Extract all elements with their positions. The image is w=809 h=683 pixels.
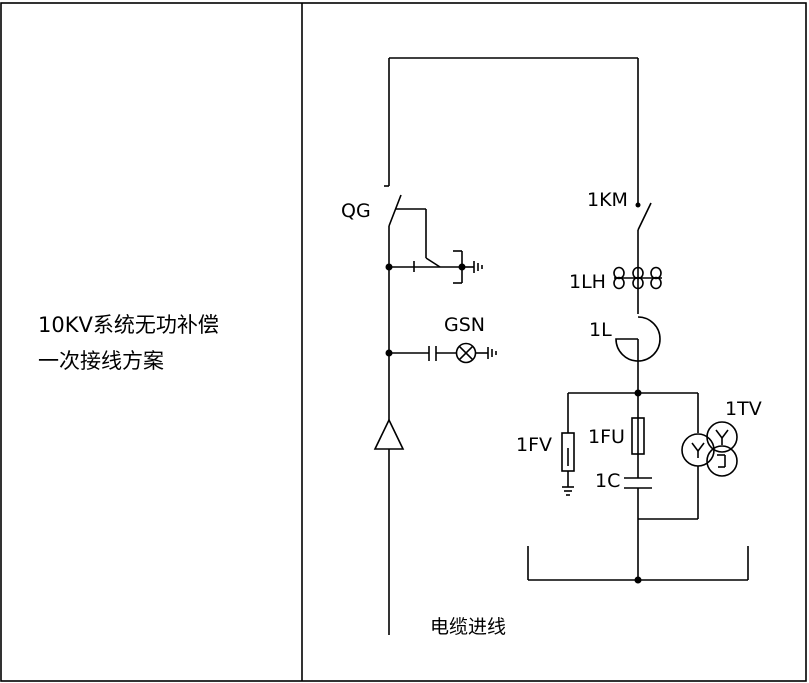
- qg-switch-symbol: [384, 185, 483, 284]
- l-reactor-symbol: [615, 316, 661, 397]
- tv-label: 1TV: [725, 398, 762, 420]
- cable-entry-symbol: [373, 418, 405, 635]
- qg-label: QG: [341, 200, 371, 222]
- scheme-title-line1: 10KV系统无功补偿: [38, 313, 219, 337]
- scheme-title-line2: 一次接线方案: [38, 349, 164, 373]
- top-bus: [388, 57, 639, 203]
- l-label: 1L: [589, 319, 612, 341]
- lh-current-transformer-symbol: [613, 263, 662, 314]
- c-label: 1C: [595, 470, 620, 492]
- bottom-bus-bracket: [527, 546, 749, 584]
- gsn-indicator-symbol: [385, 267, 497, 420]
- tv-voltage-transformer-symbol: [681, 393, 738, 519]
- lh-label: 1LH: [569, 271, 606, 293]
- fv-arrester-symbol: [561, 393, 575, 496]
- fu-fuse-symbol: [631, 393, 645, 478]
- km-contactor-symbol: [635, 202, 652, 263]
- fv-label: 1FV: [516, 434, 552, 456]
- fu-label: 1FU: [588, 426, 625, 448]
- km-label: 1KM: [587, 189, 628, 211]
- cable-entry-label: 电缆进线: [430, 616, 506, 638]
- c-capacitor-symbol: [624, 477, 698, 580]
- gsn-label: GSN: [444, 314, 485, 336]
